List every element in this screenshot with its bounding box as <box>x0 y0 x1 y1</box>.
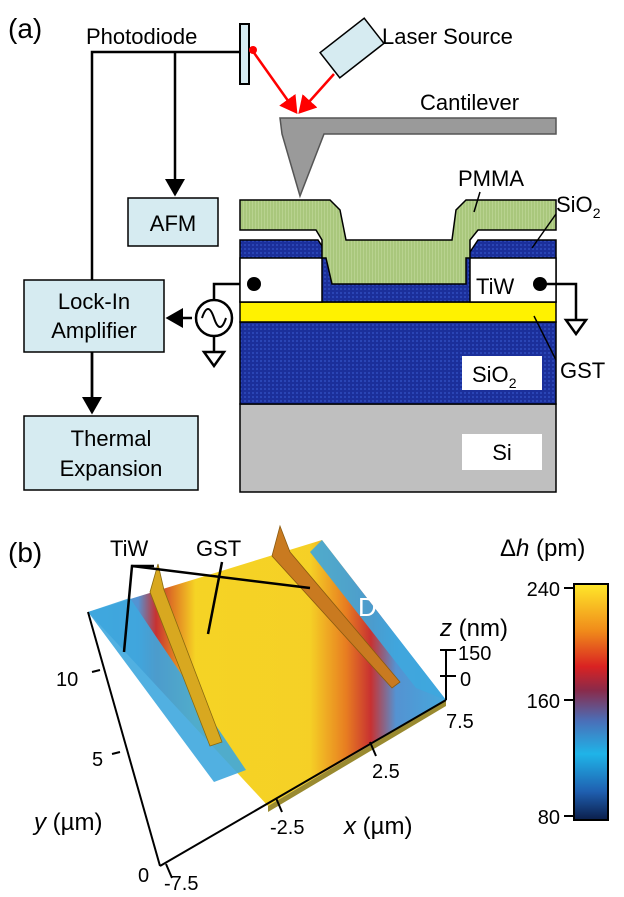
y-tick-5: 5 <box>92 749 103 771</box>
z-axis-title: z (nm) <box>439 615 508 642</box>
laser-spot <box>249 46 257 54</box>
laser-beam-reflected <box>250 49 298 115</box>
surface-edge-front <box>268 700 446 812</box>
x-tick-neg-7-5: -7.5 <box>164 873 198 895</box>
z-tick-150: 150 <box>458 643 491 665</box>
sio2-bottom-label: SiO2 <box>472 362 517 391</box>
photodiode-element <box>239 23 250 85</box>
y-tick-0: 0 <box>138 865 149 887</box>
x-tick-2-5: 2.5 <box>372 761 400 783</box>
cantilever-label: Cantilever <box>420 90 519 115</box>
source-label: S <box>132 718 149 748</box>
right-ridge <box>271 524 401 689</box>
si-label: Si <box>492 440 512 465</box>
colorbar-tick-80: 80 <box>538 807 560 829</box>
sio2-label-bg <box>462 356 542 390</box>
sine-wave-icon <box>201 308 227 328</box>
x-tick-7-5: 7.5 <box>446 711 474 733</box>
ground-icon-right <box>563 318 589 337</box>
gst-layer <box>239 301 557 323</box>
lockin-label-1: Lock-In <box>58 289 130 314</box>
laser-beam-incident <box>298 73 335 114</box>
tiw-label: TiW <box>476 274 515 299</box>
drain-label: D <box>358 592 377 622</box>
ground-icon-left <box>201 350 227 369</box>
lockin-label-2: Amplifier <box>51 318 137 343</box>
laser-source <box>319 17 385 79</box>
thermal-label-1: Thermal <box>71 426 152 451</box>
z-tick-0: 0 <box>460 669 471 691</box>
lockin-box <box>23 279 165 353</box>
y-axis-title: y (µm) <box>32 809 102 836</box>
afm-box <box>127 197 219 247</box>
pmma-label: PMMA <box>458 166 524 191</box>
si-label-bg <box>462 434 542 470</box>
panel-b-label: (b) <box>8 537 42 568</box>
colorbar <box>573 583 609 821</box>
gst-label: GST <box>560 358 605 383</box>
tiw-annotation: TiW <box>110 536 149 561</box>
device-stack <box>239 199 557 493</box>
sio2-bottom-layer <box>239 321 557 405</box>
x-axis-line <box>159 699 447 867</box>
thermal-label-2: Expansion <box>60 456 163 481</box>
y-tick-10: 10 <box>56 669 78 691</box>
left-contact-dot <box>247 277 261 291</box>
x-tick-neg-2-5: -2.5 <box>270 817 304 839</box>
cantilever-tip <box>279 117 557 199</box>
colorbar-title: Δh (pm) <box>500 535 585 562</box>
right-contact-wire <box>540 282 578 320</box>
colorbar-tick-240: 240 <box>527 579 560 601</box>
gst-pointer <box>206 561 224 635</box>
colorbar-tick-160: 160 <box>527 691 560 713</box>
pmma-layer <box>239 199 557 285</box>
panel-a-label: (a) <box>8 13 42 44</box>
photodiode-label: Photodiode <box>86 24 197 49</box>
thermal-box <box>23 415 199 491</box>
gst-annotation: GST <box>196 536 241 561</box>
afm-label: AFM <box>150 211 196 236</box>
surface-3d-plot <box>88 524 446 812</box>
x-axis-title: x (µm) <box>343 813 412 840</box>
laser-source-label: Laser Source <box>382 24 513 49</box>
sio2-top-label: SiO2 <box>556 192 601 221</box>
y-axis-line <box>87 611 161 867</box>
